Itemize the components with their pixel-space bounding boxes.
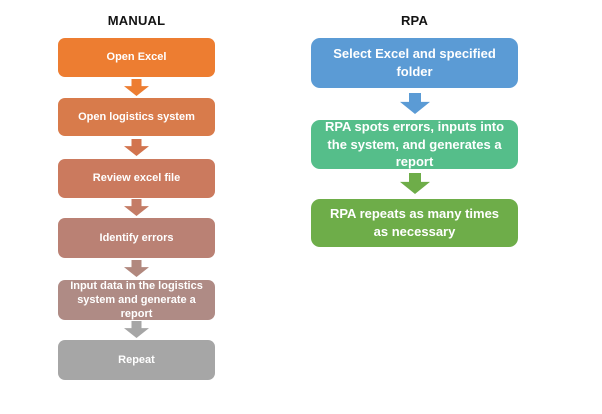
- down-arrow-icon: [124, 139, 149, 156]
- flow-box-repeat: Repeat: [58, 340, 215, 380]
- down-arrow-icon: [124, 260, 149, 277]
- flow-box-open-excel: Open Excel: [58, 38, 215, 77]
- flow-box-select-excel-folder: Select Excel and specified folder: [311, 38, 518, 88]
- down-arrow-icon: [124, 79, 149, 96]
- flow-box-rpa-repeats: RPA repeats as many times as necessary: [311, 199, 518, 247]
- down-arrow-icon: [400, 93, 430, 114]
- flow-box-identify-errors: Identify errors: [58, 218, 215, 258]
- down-arrow-icon: [124, 199, 149, 216]
- down-arrow-icon: [124, 321, 149, 338]
- flow-box-rpa-spots-errors: RPA spots errors, inputs into the system…: [311, 119, 518, 169]
- flow-box-review-excel-file: Review excel file: [58, 159, 215, 198]
- down-arrow-icon: [400, 173, 430, 194]
- flow-box-input-data-generate-report: Input data in the logistics system and g…: [58, 280, 215, 320]
- column-title-rpa: RPA: [400, 13, 429, 28]
- column-title-manual: MANUAL: [107, 13, 166, 28]
- flow-box-open-logistics-system: Open logistics system: [58, 98, 215, 136]
